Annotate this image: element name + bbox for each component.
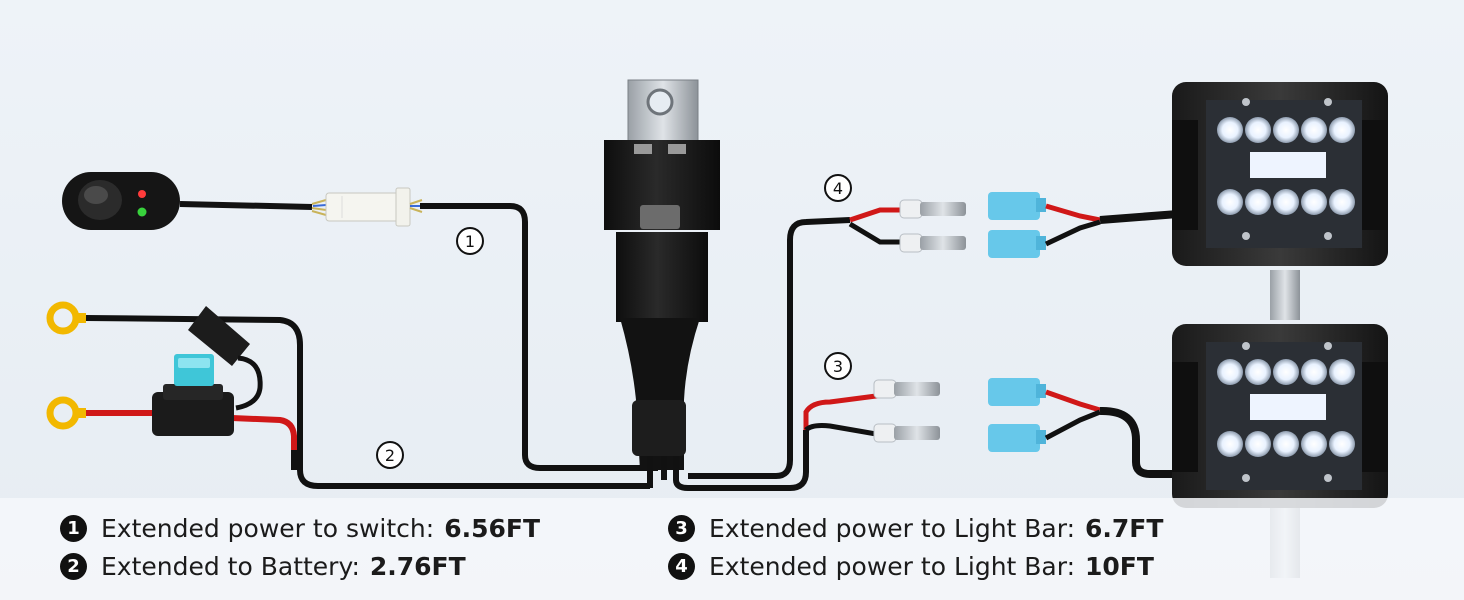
legend-text: Extended power to Light Bar: (709, 551, 1076, 581)
spade-connector-icon (873, 199, 966, 443)
svg-text:2: 2 (385, 446, 395, 465)
legend-item-4: 4 Extended power to Light Bar: 10FT (668, 549, 1154, 583)
legend-text: Extended power to switch: (101, 513, 435, 543)
legend-item-3: 3 Extended power to Light Bar: 6.7FT (668, 511, 1163, 545)
legend-number: 4 (668, 552, 695, 580)
svg-text:1: 1 (465, 232, 475, 251)
callout-4: 4 (824, 174, 852, 202)
switch-led-red (138, 190, 146, 198)
svg-text:4: 4 (833, 179, 843, 198)
legend-text: Extended to Battery: (101, 551, 360, 581)
legend-length: 10FT (1085, 551, 1154, 581)
switch-connector-icon (325, 187, 411, 227)
rocker-switch-icon (62, 172, 180, 230)
legend-number: 2 (60, 552, 87, 580)
legend-item-1: 1 Extended power to switch: 6.56FT (60, 511, 540, 545)
blue-connector-icon (988, 192, 1046, 452)
relay-icon (604, 79, 720, 470)
legend-number: 3 (668, 514, 695, 542)
ring-terminal-icon (46, 301, 86, 335)
legend-number: 1 (60, 514, 87, 542)
legend-panel (0, 498, 1464, 600)
callout-3: 3 (824, 352, 852, 380)
fuse-holder-icon (152, 306, 263, 436)
switch-led-green (137, 207, 147, 217)
ring-terminal-icon (46, 396, 86, 430)
legend-text: Extended power to Light Bar: (709, 513, 1076, 543)
led-light-pod-icon (1172, 82, 1388, 320)
legend-length: 2.76FT (369, 551, 466, 581)
legend-item-2: 2 Extended to Battery: 2.76FT (60, 549, 466, 583)
callout-2: 2 (376, 441, 404, 469)
legend-length: 6.7FT (1085, 513, 1164, 543)
svg-text:3: 3 (833, 357, 843, 376)
legend-length: 6.56FT (444, 513, 541, 543)
callout-1: 1 (456, 227, 484, 255)
